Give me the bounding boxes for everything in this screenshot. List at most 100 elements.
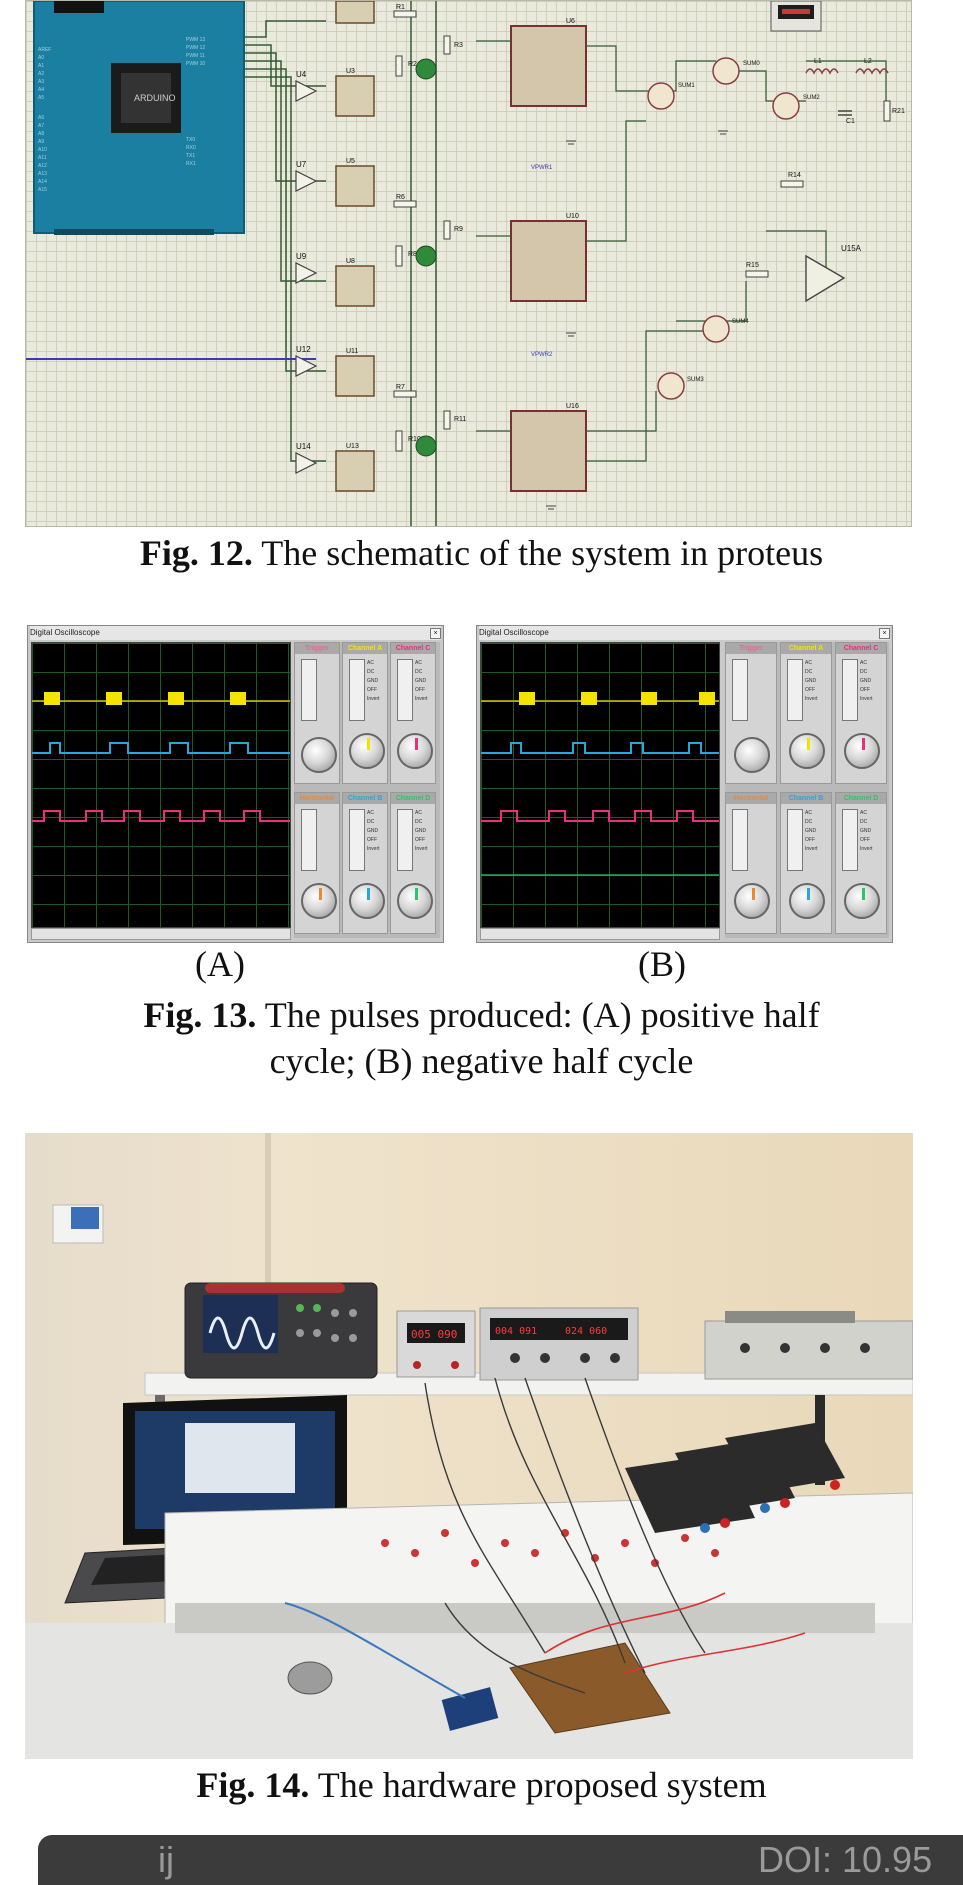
hardware-photo-drawing: 005 090 004 091 024 060: [25, 1133, 913, 1759]
channel-a-knob[interactable]: [789, 733, 825, 769]
horizontal-knob[interactable]: [301, 883, 337, 919]
svg-text:A8: A8: [38, 131, 44, 137]
channel-c-slider[interactable]: [842, 659, 858, 721]
svg-text:TX0: TX0: [186, 137, 195, 143]
channel-b-knob[interactable]: [789, 883, 825, 919]
svg-text:RX0: RX0: [186, 145, 196, 151]
channel-d-header: Channel D: [836, 793, 886, 804]
channel-b-header: Channel B: [781, 793, 831, 804]
svg-text:A3: A3: [38, 79, 44, 85]
oscilloscope-screen: [31, 642, 291, 928]
svg-text:R6: R6: [396, 194, 405, 201]
oscilloscope-screen: [480, 642, 720, 928]
svg-text:U11: U11: [346, 348, 358, 355]
svg-text:U5: U5: [346, 158, 355, 165]
svg-text:R15: R15: [746, 262, 759, 269]
svg-text:L1: L1: [814, 58, 822, 65]
svg-text:PWM 11: PWM 11: [186, 53, 205, 59]
psu2-display-left: 004 091: [495, 1326, 537, 1337]
svg-text:A11: A11: [38, 155, 47, 161]
svg-text:SUM4: SUM4: [732, 319, 749, 325]
svg-text:RX1: RX1: [186, 161, 196, 167]
channel-d-slider[interactable]: [842, 809, 858, 871]
svg-text:R3: R3: [454, 42, 463, 49]
horizontal-scrollbar[interactable]: [31, 928, 291, 940]
label-u7: U7: [296, 160, 307, 169]
arduino-chip-label: ARDUINO: [134, 93, 176, 103]
oscilloscope-title: Digital Oscilloscope: [479, 626, 890, 640]
subfigure-label-a: (A): [195, 944, 245, 984]
svg-text:A2: A2: [38, 71, 44, 77]
channel-c-header: Channel C: [836, 643, 886, 654]
svg-text:SUM1: SUM1: [678, 83, 695, 89]
horizontal-scrollbar[interactable]: [480, 928, 720, 940]
channel-b-slider[interactable]: [349, 809, 365, 871]
fig12-caption-number: Fig. 12.: [139, 533, 253, 573]
svg-text:A0: A0: [38, 55, 44, 61]
channel-c-header: Channel C: [391, 643, 435, 654]
svg-text:A6: A6: [38, 115, 44, 121]
oscilloscope-b: Digital Oscilloscope × Trigger Channel A…: [476, 625, 893, 943]
channel-c-knob[interactable]: [844, 733, 880, 769]
horizontal-slider[interactable]: [732, 809, 748, 871]
oscilloscope-title: Digital Oscilloscope: [30, 626, 441, 640]
channel-d-knob[interactable]: [844, 883, 880, 919]
channel-a-header: Channel A: [781, 643, 831, 654]
trigger-knob[interactable]: [734, 737, 770, 773]
svg-text:A1: A1: [38, 63, 44, 69]
channel-b-knob[interactable]: [349, 883, 385, 919]
channel-d-knob[interactable]: [397, 883, 433, 919]
fig14-caption-number: Fig. 14.: [196, 1765, 310, 1805]
waveforms: [32, 692, 290, 822]
channel-a-slider[interactable]: [787, 659, 803, 721]
horizontal-header: Horizontal: [295, 793, 339, 804]
svg-text:U13: U13: [346, 443, 359, 450]
svg-text:A12: A12: [38, 163, 47, 169]
channel-a-slider[interactable]: [349, 659, 365, 721]
trigger-header: Trigger: [726, 643, 776, 654]
svg-text:R21: R21: [892, 108, 905, 115]
channel-a-knob[interactable]: [349, 733, 385, 769]
svg-text:AREF: AREF: [38, 47, 51, 53]
svg-text:L2: L2: [864, 58, 872, 65]
svg-text:A14: A14: [38, 179, 47, 185]
close-icon[interactable]: ×: [430, 628, 441, 639]
svg-text:A5: A5: [38, 95, 44, 101]
fig14-caption-text: The hardware proposed system: [309, 1765, 767, 1805]
channel-c-slider[interactable]: [397, 659, 413, 721]
footer-left-text: ij: [158, 1839, 174, 1880]
svg-text:U16: U16: [566, 403, 579, 410]
svg-text:PWM 13: PWM 13: [186, 37, 205, 43]
fig13-caption-line2: cycle; (B) negative half cycle: [269, 1041, 694, 1081]
horizontal-knob[interactable]: [734, 883, 770, 919]
svg-text:R11: R11: [454, 416, 466, 423]
svg-text:VPWR2: VPWR2: [531, 352, 553, 358]
svg-text:TX1: TX1: [186, 153, 195, 159]
fig13-caption-line1: Fig. 13. The pulses produced: (A) positi…: [0, 992, 963, 1038]
trigger-knob[interactable]: [301, 737, 337, 773]
svg-text:VPWR1: VPWR1: [531, 165, 553, 171]
svg-text:R2: R2: [408, 61, 417, 68]
svg-text:SUM0: SUM0: [743, 61, 760, 67]
fig12-caption-text: The schematic of the system in proteus: [252, 533, 824, 573]
svg-text:PWM 10: PWM 10: [186, 61, 205, 67]
trigger-slider[interactable]: [732, 659, 748, 721]
channel-d-slider[interactable]: [397, 809, 413, 871]
close-icon[interactable]: ×: [879, 628, 890, 639]
oscilloscope-a: Digital Oscilloscope × Trigger Channel A…: [27, 625, 444, 943]
hardware-photo: 005 090 004 091 024 060: [25, 1133, 913, 1759]
trigger-column: Trigger: [725, 642, 777, 784]
trigger-slider[interactable]: [301, 659, 317, 721]
channel-c-knob[interactable]: [397, 733, 433, 769]
channel-b-slider[interactable]: [787, 809, 803, 871]
fig13-caption-number: Fig. 13.: [143, 995, 257, 1035]
horizontal-slider[interactable]: [301, 809, 317, 871]
label-u9: U9: [296, 252, 307, 261]
